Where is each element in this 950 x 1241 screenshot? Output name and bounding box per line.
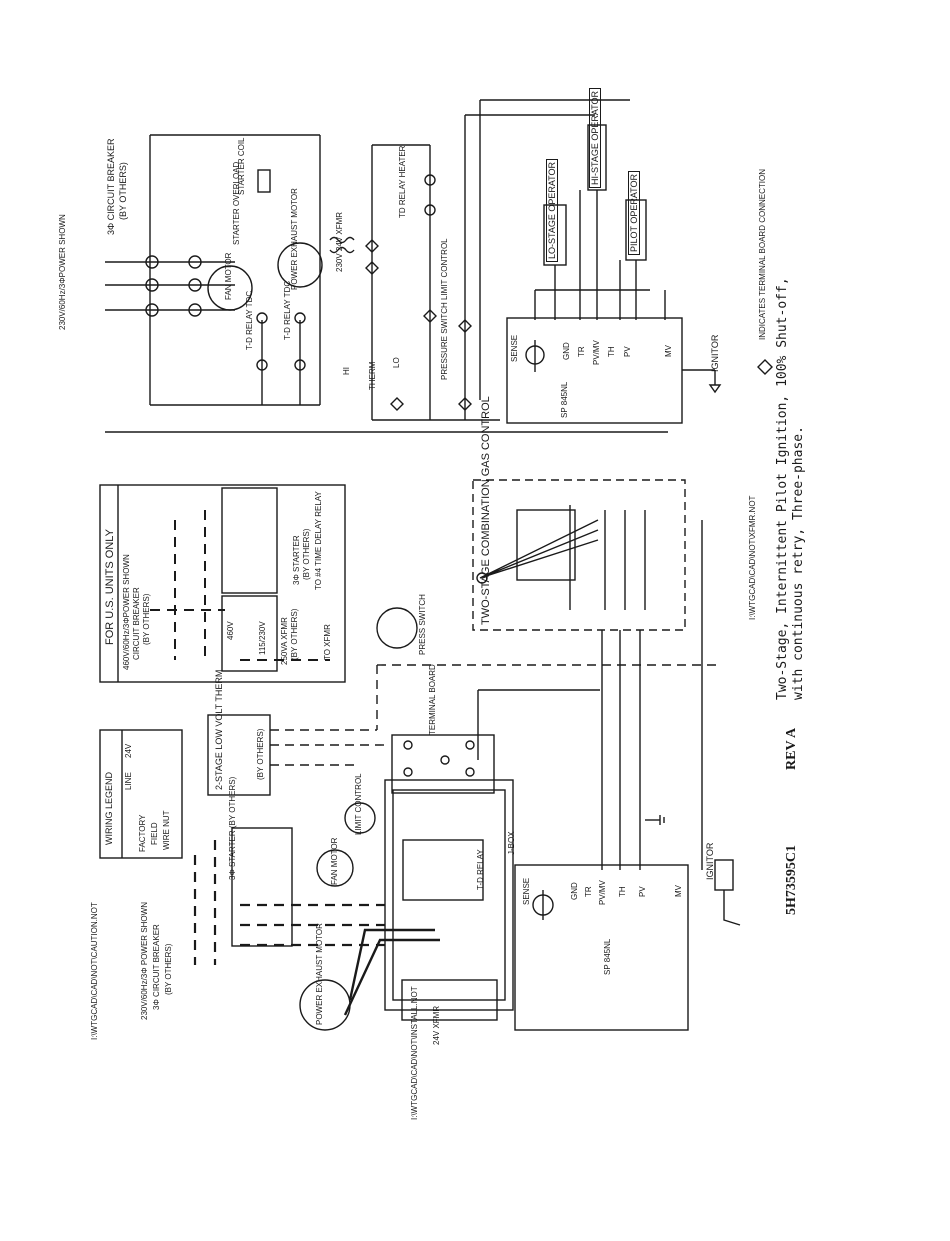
us-units-box (99, 484, 346, 683)
thermostat-box (207, 714, 271, 796)
top-therm: THERM (368, 361, 377, 390)
legend-line-col: LINE (124, 772, 133, 790)
legend-title: WIRING LEGEND (104, 771, 114, 845)
drawing-rev: REV A (784, 727, 799, 770)
top-breaker: 3Φ CIRCUIT BREAKER (106, 138, 116, 235)
bottom-term-gnd: GND (570, 882, 579, 900)
power-exhaust-bottom (299, 979, 351, 1031)
bottom-term-tr: TR (584, 886, 593, 897)
top-term-sense: SENSE (510, 334, 519, 362)
legend-24v-col: 24V (124, 743, 133, 758)
hi-stage-operator: HI-STAGE OPERATOR (589, 87, 601, 188)
bottom-xfmr: 24V XFMR (432, 1005, 441, 1045)
power-460: 460V/60Hz/3ΦPOWER SHOWN (122, 554, 131, 670)
top-power-note: 230V/60Hz/3ΦPOWER SHOWN (58, 214, 67, 330)
top-term-tr: TR (577, 346, 586, 357)
power-230-note: 230V/60Hz/3Φ POWER SHOWN (140, 902, 149, 1020)
top-term-gnd: GND (562, 342, 571, 360)
top-td-heater: TD RELAY HEATER (398, 145, 407, 218)
starter-3phi: 3Φ STARTER (292, 535, 301, 585)
top-starter-overload: STARTER OVERLOAD (232, 161, 241, 245)
gas-control-label: TWO-STAGE COMBINATION GAS CONTROL (480, 396, 492, 625)
bottom-limit-control: LIMIT CONTROL (354, 773, 363, 835)
jbox (384, 779, 514, 1011)
wiring-legend-box (99, 729, 183, 859)
lo-stage-operator: LO-STAGE OPERATOR (546, 158, 558, 262)
top-exhaust-motor: POWER EXHAUST MOTOR (290, 188, 299, 290)
xfmr-250: 250VA XFMR (280, 617, 289, 665)
sp845nl-bottom (514, 864, 689, 1031)
drawing-id: 5H73595C1 (784, 845, 799, 915)
board-note: INDICATES TERMINAL BOARD CONNECTION (758, 169, 767, 340)
bottom-term-pvmv: PV/MV (598, 880, 607, 905)
bottom-sp845nl: SP 845NL (603, 938, 612, 975)
starter-by: 3Φ STARTER (BY OTHERS) (228, 776, 237, 880)
bottom-term-sense: SENSE (522, 877, 531, 905)
top-sp845nl: SP 845NL (560, 381, 569, 418)
td-relay (402, 839, 484, 901)
limit-control-bottom (344, 802, 376, 834)
cb-460: CIRCUIT BREAKER (132, 587, 141, 660)
top-hi: HI (342, 367, 351, 375)
top-term-pvmv: PV/MV (592, 340, 601, 365)
gas-control-box (472, 479, 686, 631)
press-switch-label: PRESS SWITCH (418, 594, 427, 655)
us-units-title: FOR U.S. UNITS ONLY (104, 529, 116, 645)
thermostat-by: (BY OTHERS) (256, 728, 265, 780)
starter-3phi-by: (BY OTHERS) (302, 528, 311, 580)
bottom-term-th: TH (618, 886, 627, 897)
legend-row-wirenut: WIRE NUT (162, 810, 171, 850)
top-pressure-switch: PRESSURE SWITCH (440, 302, 449, 380)
top-lo: LO (392, 357, 401, 368)
top-term-mv: MV (664, 345, 673, 357)
top-term-th: TH (607, 346, 616, 357)
exhaust-motor-top (277, 242, 323, 288)
thermostat-label: 2-STAGE LOW VOLT THERM (214, 669, 224, 790)
legend-row-field: FIELD (150, 822, 159, 845)
legend-row-factory: FACTORY (138, 814, 147, 853)
fan-motor-top (207, 265, 253, 311)
top-breaker-sub: (BY OTHERS) (118, 162, 128, 220)
terminal-board-label: TERMINAL BOARD (428, 664, 437, 735)
breaker-230: 3Φ CIRCUIT BREAKER (152, 924, 161, 1010)
terminal-board (391, 734, 495, 794)
xfmr-250-by: (BY OTHERS) (290, 608, 299, 660)
terminal-board-marker (757, 359, 773, 375)
file-ref-xfmr: I:\WTGCAD\CAD\NOT\XFMR.NOT (748, 495, 757, 620)
to-44: TO #4 TIME DELAY RELAY (314, 491, 323, 590)
breaker-230-by: (BY OTHERS) (164, 943, 173, 995)
bottom-term-mv: MV (674, 885, 683, 897)
to-xfmr: TO XFMR (323, 624, 332, 660)
top-xfmr: 230V 24V XFMR (335, 211, 344, 272)
v460: 460V (226, 621, 235, 640)
file-ref-install: I:\WTGCAD\CAD\NOT\INSTALL.NOT (410, 986, 419, 1120)
fan-motor-bottom (316, 849, 354, 887)
caption-line-2: with continuous retry, Three-phase. (791, 426, 806, 700)
bottom-jbox: J-BOX (507, 831, 516, 855)
bottom-td-relay: T-D RELAY (476, 849, 485, 890)
top-t-d-relay: T-D RELAY TDC (283, 280, 292, 340)
cb-460-by: (BY OTHERS) (142, 593, 151, 645)
caption-line-1: Two-Stage, Internittent Pilot Ignition, … (775, 277, 790, 700)
file-ref-caution: I:\WTGCAD\CAD\NOT\CAUTION.NOT (90, 902, 99, 1040)
top-fan-motor: FAN MOTOR (224, 252, 233, 300)
pilot-operator: PILOT OPERATOR (628, 170, 640, 255)
sp845nl-top (506, 317, 683, 424)
press-switch (376, 607, 418, 649)
top-limit-control: LIMIT CONTROL (440, 238, 449, 300)
bottom-fan-motor: FAN MOTOR (330, 837, 339, 885)
v115: 115/230V (258, 621, 267, 655)
bottom-ignitor: IGNITOR (705, 842, 715, 880)
top-term-pv: PV (623, 346, 632, 357)
bottom-power-exhaust: POWER EXHAUST MOTOR (315, 923, 324, 1025)
top-td-relay: T-D RELAY TDC (245, 290, 254, 350)
top-ignitor: IGNITOR (710, 334, 720, 372)
bottom-term-pv: PV (638, 886, 647, 897)
